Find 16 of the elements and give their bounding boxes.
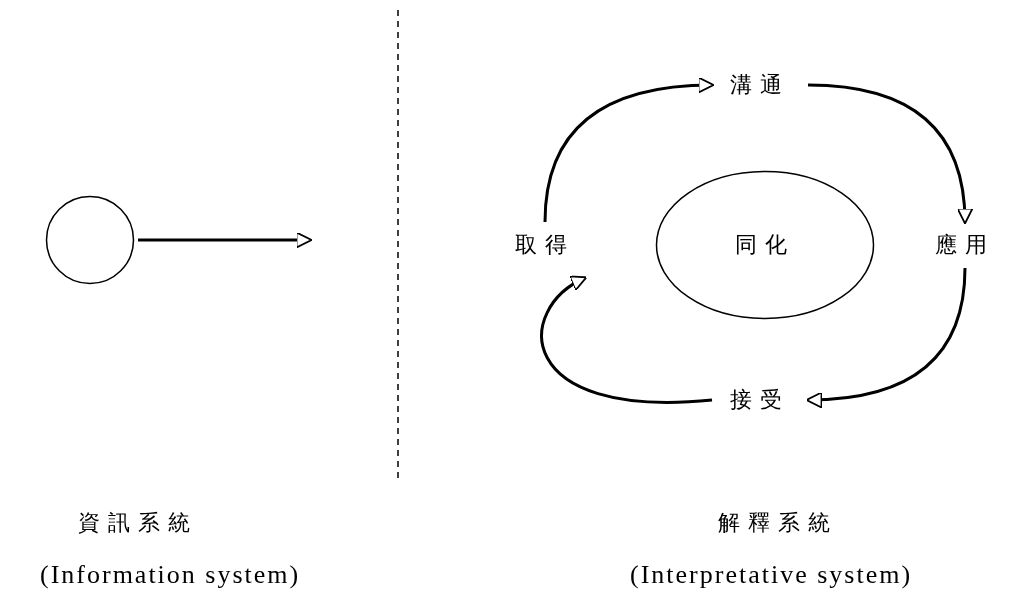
block-arrow [543,77,715,223]
block-arrow [138,231,313,249]
system-title: 資訊系統 [78,509,198,537]
stage-label: 應用 [920,225,1010,265]
ellipse-label: 同化 [735,231,795,259]
center-ellipse [655,170,875,320]
stage-label: 接受 [715,380,805,420]
block-arrow [805,267,967,408]
stage-label: 取得 [500,225,590,265]
block-arrow [807,83,973,225]
stage-label: 溝通 [715,65,805,105]
system-caption: (Interpretative system) [630,560,913,590]
block-arrow [540,276,713,404]
circle-shape [45,195,135,285]
system-title: 解釋系統 [718,509,838,537]
system-caption: (Information system) [40,560,301,590]
